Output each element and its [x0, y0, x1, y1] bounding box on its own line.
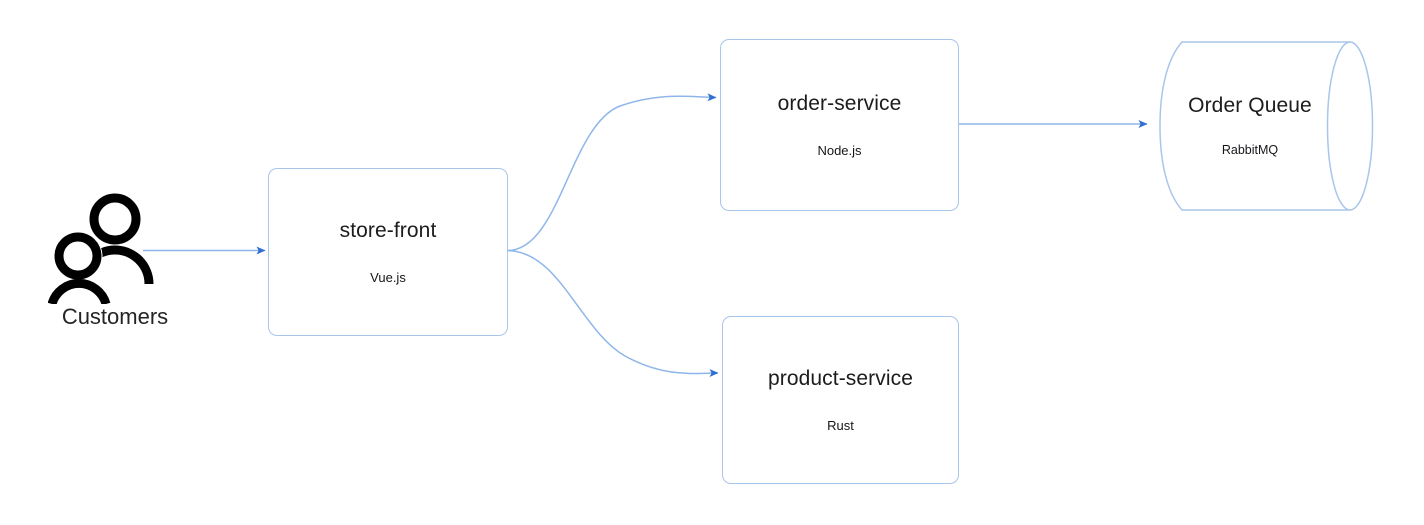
two-people-icon: [48, 193, 154, 304]
node-order-queue-title: Order Queue: [1188, 94, 1312, 118]
node-order-service-subtitle: Node.js: [817, 142, 862, 158]
node-order-queue-subtitle: RabbitMQ: [1221, 143, 1279, 158]
cylinder-shape-icon: [1159, 41, 1374, 211]
node-store-front-subtitle: Vue.js: [370, 269, 406, 285]
actor-customers[interactable]: Customers: [40, 190, 190, 335]
node-order-service[interactable]: order-service Node.js: [720, 39, 959, 211]
node-product-service[interactable]: product-service Rust: [722, 316, 959, 484]
node-store-front-title: store-front: [339, 218, 437, 242]
node-store-front[interactable]: store-front Vue.js: [268, 168, 508, 336]
edge-store-front-to-order-service: [507, 93, 717, 252]
node-order-service-title: order-service: [777, 91, 902, 115]
node-order-queue[interactable]: Order Queue RabbitMQ: [1157, 38, 1375, 214]
actor-customers-label: Customers: [61, 304, 169, 329]
node-product-service-subtitle: Rust: [827, 417, 854, 433]
node-order-queue-label-wrap: Order Queue RabbitMQ: [1157, 38, 1343, 214]
edge-store-front-to-product-service: [507, 249, 719, 378]
node-product-service-title: product-service: [767, 366, 914, 390]
